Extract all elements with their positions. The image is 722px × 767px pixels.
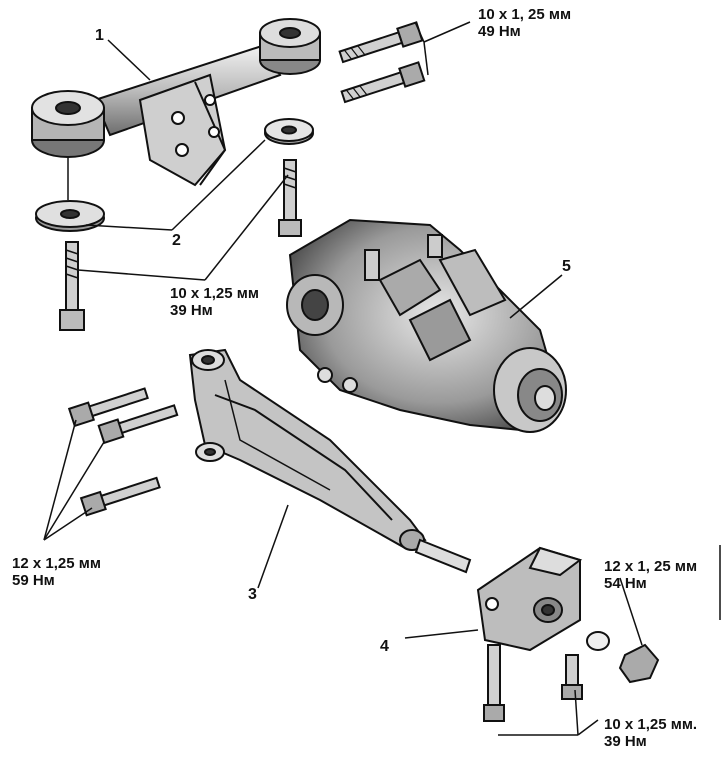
spec-torque: 39 Нм xyxy=(170,302,213,319)
spec-top-right: 10 x 1, 25 мм 49 Нм xyxy=(478,6,571,40)
upper-crossmember xyxy=(31,18,321,187)
spec-mid-left: 10 x 1,25 мм 39 Нм xyxy=(170,285,259,319)
leader-lines xyxy=(43,21,721,736)
callout-5: 5 xyxy=(562,258,571,275)
lower-arm xyxy=(188,348,472,574)
spec-right: 12 x 1, 25 мм 54 Нм xyxy=(604,558,697,592)
spec-size: 10 x 1,25 мм. xyxy=(604,716,698,733)
top-right-bolts xyxy=(338,21,426,104)
spec-torque: 54 Нм xyxy=(604,575,647,592)
callout-3: 3 xyxy=(248,586,257,603)
callout-2: 2 xyxy=(172,232,181,249)
differential-housing xyxy=(286,218,567,433)
spec-size: 12 x 1,25 мм xyxy=(12,555,101,572)
callout-4: 4 xyxy=(380,638,389,655)
spec-size: 10 x 1,25 мм xyxy=(170,285,259,302)
spec-torque: 49 Нм xyxy=(478,23,521,40)
left-bolts xyxy=(67,387,179,517)
callout-1: 1 xyxy=(95,27,104,44)
spec-bottom-right: 10 x 1,25 мм. 39 Нм xyxy=(604,716,697,750)
spec-torque: 39 Нм xyxy=(604,733,647,750)
spec-bottom-left: 12 x 1,25 мм 59 Нм xyxy=(12,555,101,589)
spec-size: 10 x 1, 25 мм xyxy=(478,6,572,23)
spec-size: 12 x 1, 25 мм xyxy=(604,558,698,575)
spec-torque: 59 Нм xyxy=(12,572,55,589)
washers-and-bolts xyxy=(35,118,314,331)
rear-mount-bracket xyxy=(476,546,660,722)
